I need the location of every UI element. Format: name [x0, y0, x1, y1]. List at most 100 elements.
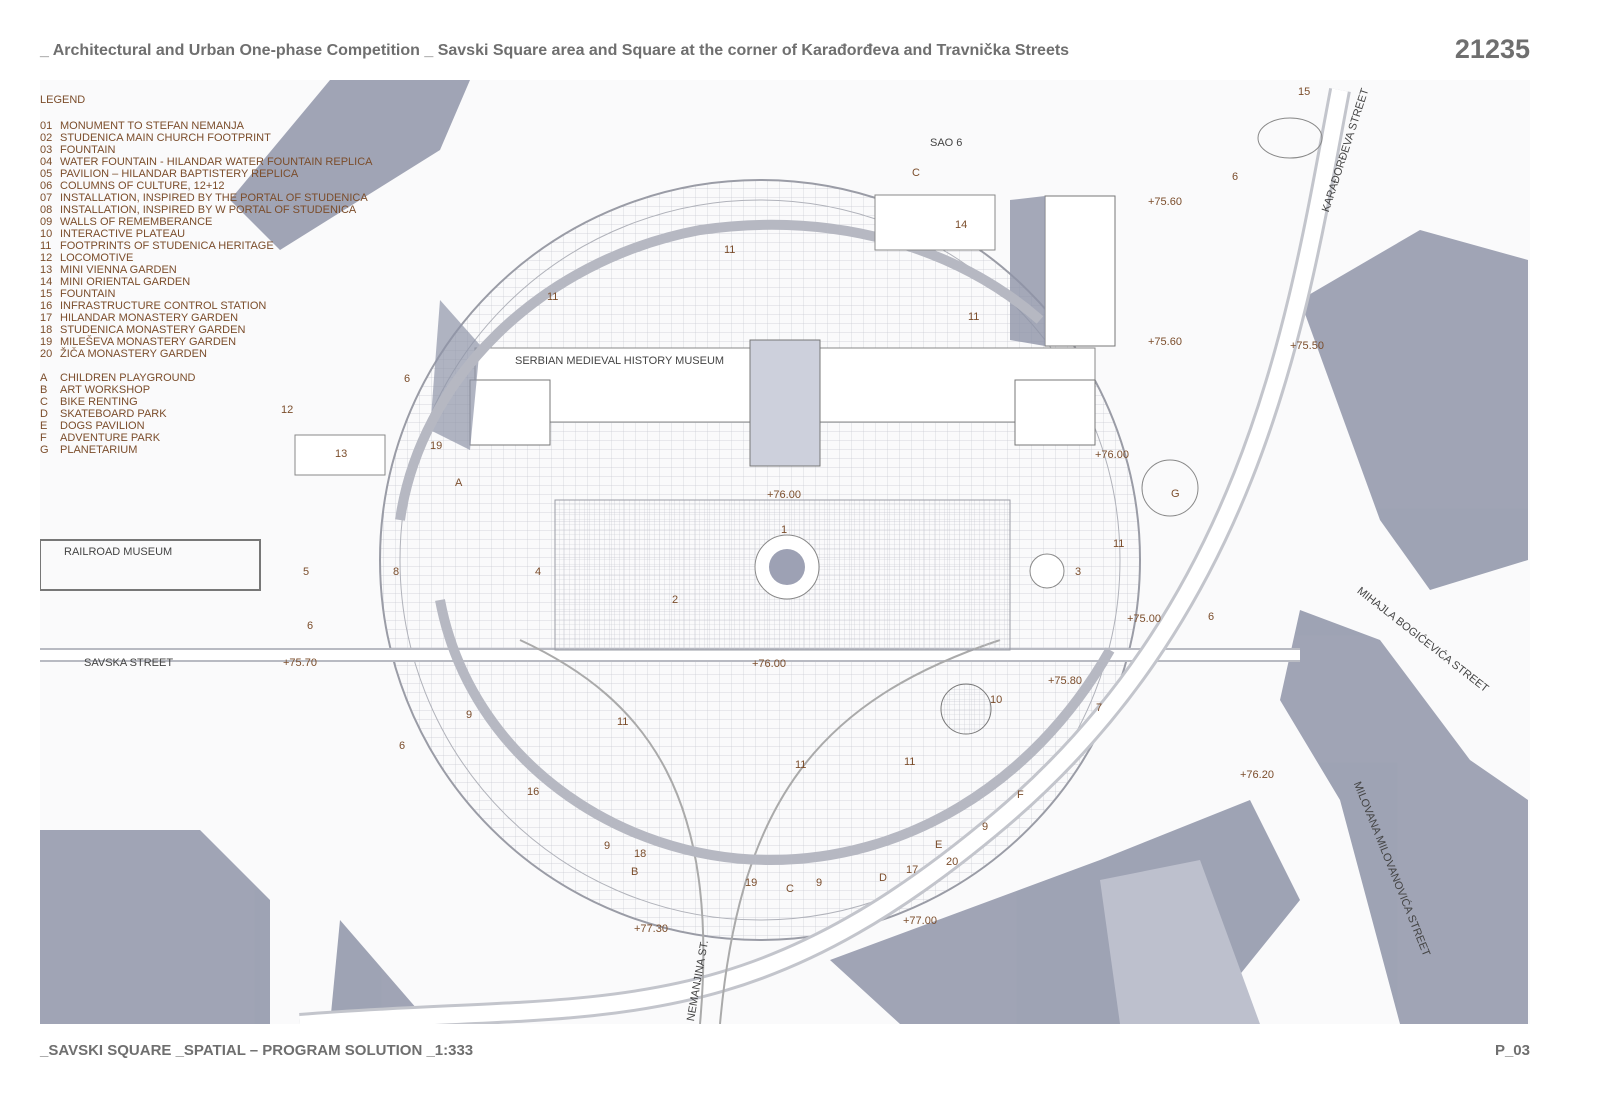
plan-marker: C	[786, 883, 794, 895]
plan-marker: 19	[430, 440, 443, 452]
legend-key: 05	[40, 168, 53, 180]
legend-key: B	[40, 384, 48, 396]
legend-text: INSTALLATION, INSPIRED BY W PORTAL OF ST…	[60, 204, 357, 216]
level-mark: +76.00	[752, 658, 786, 670]
level-mark: +77.30	[634, 923, 668, 935]
plan-marker: 15	[1298, 86, 1311, 98]
level-mark: +77.00	[903, 915, 937, 927]
plan-marker: B	[631, 866, 639, 878]
plan-marker: 11	[795, 759, 807, 771]
legend-title: LEGEND	[40, 94, 86, 106]
legend-text: INFRASTRUCTURE CONTROL STATION	[60, 300, 267, 312]
legend-key: D	[40, 408, 48, 420]
plan-marker: 12	[281, 404, 294, 416]
level-mark: +75.00	[1127, 613, 1161, 625]
plan-marker: 11	[617, 716, 629, 728]
legend-text: FOOTPRINTS OF STUDENICA HERITAGE	[60, 240, 274, 252]
legend-key: 15	[40, 288, 53, 300]
plan-marker: E	[935, 839, 943, 851]
legend-key: 06	[40, 180, 53, 192]
plan-marker: 6	[404, 373, 411, 385]
plan-marker: 5	[303, 566, 310, 578]
legend-item: 16 INFRASTRUCTURE CONTROL STATION	[40, 300, 380, 312]
plan-marker: 7	[1096, 702, 1103, 714]
legend-text: BIKE RENTING	[60, 396, 138, 408]
plan-marker: 11	[547, 291, 559, 303]
legend-key: 03	[40, 144, 53, 156]
plan-marker: A	[455, 477, 463, 489]
legend-item: 05 PAVILION – HILANDAR BAPTISTERY REPLICA	[40, 168, 380, 180]
legend-key: A	[40, 372, 48, 384]
legend-item: 20 ŽIČA MONASTERY GARDEN	[40, 348, 380, 360]
plan-marker: 11	[1113, 538, 1125, 550]
label-railroad-museum: RAILROAD MUSEUM	[64, 546, 173, 558]
competition-number: 21235	[1454, 34, 1530, 64]
site-plan	[40, 80, 1530, 1024]
page-number: P_03	[1494, 1042, 1530, 1059]
plan-marker: 19	[745, 877, 758, 889]
legend-text: STUDENICA MONASTERY GARDEN	[60, 324, 246, 336]
legend-key: C	[40, 396, 48, 408]
plan-marker: 9	[466, 709, 473, 721]
legend-key: 20	[40, 348, 53, 360]
museum-building	[430, 195, 1116, 467]
legend-text: MINI ORIENTAL GARDEN	[60, 276, 191, 288]
plan-marker: 9	[604, 840, 611, 852]
legend-key: 16	[40, 300, 53, 312]
plan-marker: 16	[527, 786, 540, 798]
legend-key: 04	[40, 156, 53, 168]
label-savska-street: SAVSKA STREET	[84, 657, 174, 669]
legend-key: E	[40, 420, 48, 432]
site-plan-drawing	[40, 80, 1530, 1024]
plan-marker: G	[1171, 488, 1180, 500]
legend-text: FOUNTAIN	[60, 288, 116, 300]
plan-marker: 20	[946, 856, 959, 868]
plan-marker: F	[1017, 789, 1024, 801]
legend-key: 19	[40, 336, 53, 348]
plan-marker: 11	[968, 311, 980, 323]
plan-marker: 1	[781, 524, 788, 536]
level-mark: +75.50	[1290, 340, 1324, 352]
legend-key: 11	[40, 240, 52, 252]
legend-item: 11 FOOTPRINTS OF STUDENICA HERITAGE	[40, 240, 380, 252]
level-mark: +75.60	[1148, 196, 1182, 208]
level-mark: +75.80	[1048, 675, 1082, 687]
plan-marker: 13	[335, 448, 348, 460]
legend-text: WALLS OF REMEMBERANCE	[60, 216, 213, 228]
label-sao: SAO 6	[930, 137, 963, 149]
plan-marker: 9	[816, 877, 823, 889]
plan-marker: 18	[634, 848, 647, 860]
legend-text: ADVENTURE PARK	[60, 432, 161, 444]
legend-text: ŽIČA MONASTERY GARDEN	[60, 348, 207, 360]
legend-key: G	[40, 444, 49, 456]
plan-marker: 11	[724, 244, 736, 256]
surrounding-buildings	[40, 80, 1528, 1024]
level-mark: +76.00	[767, 489, 801, 501]
legend-text: PAVILION – HILANDAR BAPTISTERY REPLICA	[60, 168, 299, 180]
level-mark: +76.00	[1095, 449, 1129, 461]
legend-text: WATER FOUNTAIN - HILANDAR WATER FOUNTAIN…	[60, 156, 373, 168]
plan-marker: 10	[990, 694, 1003, 706]
legend-key: 10	[40, 228, 53, 240]
legend-text: STUDENICA MAIN CHURCH FOOTPRINT	[60, 132, 271, 144]
legend-text: COLUMNS OF CULTURE, 12+12	[60, 180, 225, 192]
legend-text: HILANDAR MONASTERY GARDEN	[60, 312, 239, 324]
plan-marker: 14	[955, 219, 968, 231]
legend-key: 13	[40, 264, 53, 276]
legend-key: 14	[40, 276, 53, 288]
plan-marker: 2	[672, 594, 679, 606]
